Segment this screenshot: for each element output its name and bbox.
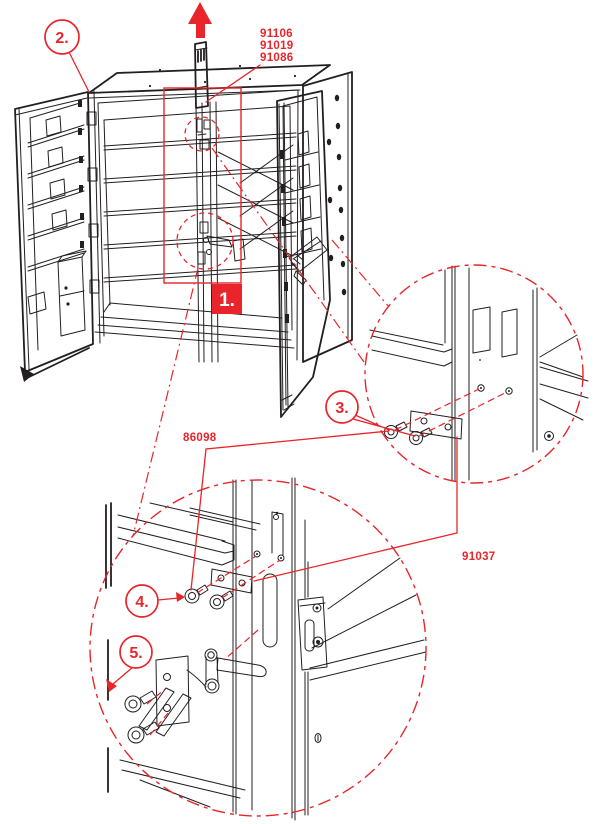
connector-door-to-detail xyxy=(331,239,390,308)
callout-2: 2. xyxy=(44,19,90,93)
door-lock-box xyxy=(57,250,87,337)
callout-3-label: 3. xyxy=(335,400,348,417)
cabinet-top-face xyxy=(88,64,331,99)
plate-screws xyxy=(184,584,234,610)
callout-2-label: 2. xyxy=(55,30,68,47)
detail-circle-top xyxy=(364,264,584,484)
plate-leader-line xyxy=(253,436,458,582)
callout-4-arrowhead xyxy=(176,592,185,602)
screws-leader-line xyxy=(190,430,390,591)
red-annotations: 91106 91019 91086 2. 1. 3. xyxy=(44,2,584,817)
door-foot xyxy=(20,366,34,382)
alignment-dash-lines xyxy=(146,388,508,736)
connector-upper-to-detail xyxy=(211,147,365,363)
strike-plate xyxy=(297,596,328,671)
rod-parts-leader-line xyxy=(205,64,261,103)
hinge-column xyxy=(86,90,101,344)
rod-guide-plate xyxy=(409,410,463,440)
left-door xyxy=(14,91,94,382)
detail-view-rod-guide xyxy=(369,265,589,482)
part-number-91086: 91086 xyxy=(260,52,293,64)
left-door-windows xyxy=(45,115,68,231)
right-door-windows xyxy=(297,130,313,253)
cabinet-line-art xyxy=(14,41,353,418)
door-bracket xyxy=(288,236,328,286)
detail-circle-bottom xyxy=(89,479,427,817)
detail-view-latch-assembly xyxy=(105,477,427,821)
cabinet-interior xyxy=(94,89,299,361)
right-door xyxy=(276,90,331,418)
lift-rod xyxy=(194,41,209,109)
callout-5-label: 5. xyxy=(129,645,142,662)
callout-3: 3. xyxy=(325,390,416,437)
callout-4-label: 4. xyxy=(135,594,148,611)
door-cutout xyxy=(27,291,47,315)
callout-5: 5. xyxy=(106,635,153,692)
latch-handle-assembly xyxy=(138,648,267,737)
part-number-86098: 86098 xyxy=(183,432,217,444)
connector-lower-to-detail xyxy=(132,267,199,537)
upper-latch xyxy=(196,118,211,150)
guide-screws xyxy=(384,421,433,445)
lower-latch-highlight-circle xyxy=(176,212,234,270)
handle-screws xyxy=(124,690,160,744)
callout-1: 1. xyxy=(212,284,242,314)
callout-5-arrowhead xyxy=(106,679,117,692)
channel-slot xyxy=(262,573,278,648)
callout-4: 4. xyxy=(125,584,185,618)
cabinet-right-panel xyxy=(302,71,353,363)
upper-latch-highlight-circle xyxy=(184,116,220,152)
part-number-91106: 91106 xyxy=(260,28,293,40)
vent-holes xyxy=(326,94,347,296)
part-number-91037: 91037 xyxy=(462,551,495,563)
part-number-91019: 91019 xyxy=(260,40,293,52)
lower-latch xyxy=(197,221,246,265)
up-arrow-icon xyxy=(188,2,212,38)
latch-channel xyxy=(195,101,246,363)
callout-1-label: 1. xyxy=(219,290,235,311)
callout-1-region xyxy=(163,87,242,284)
